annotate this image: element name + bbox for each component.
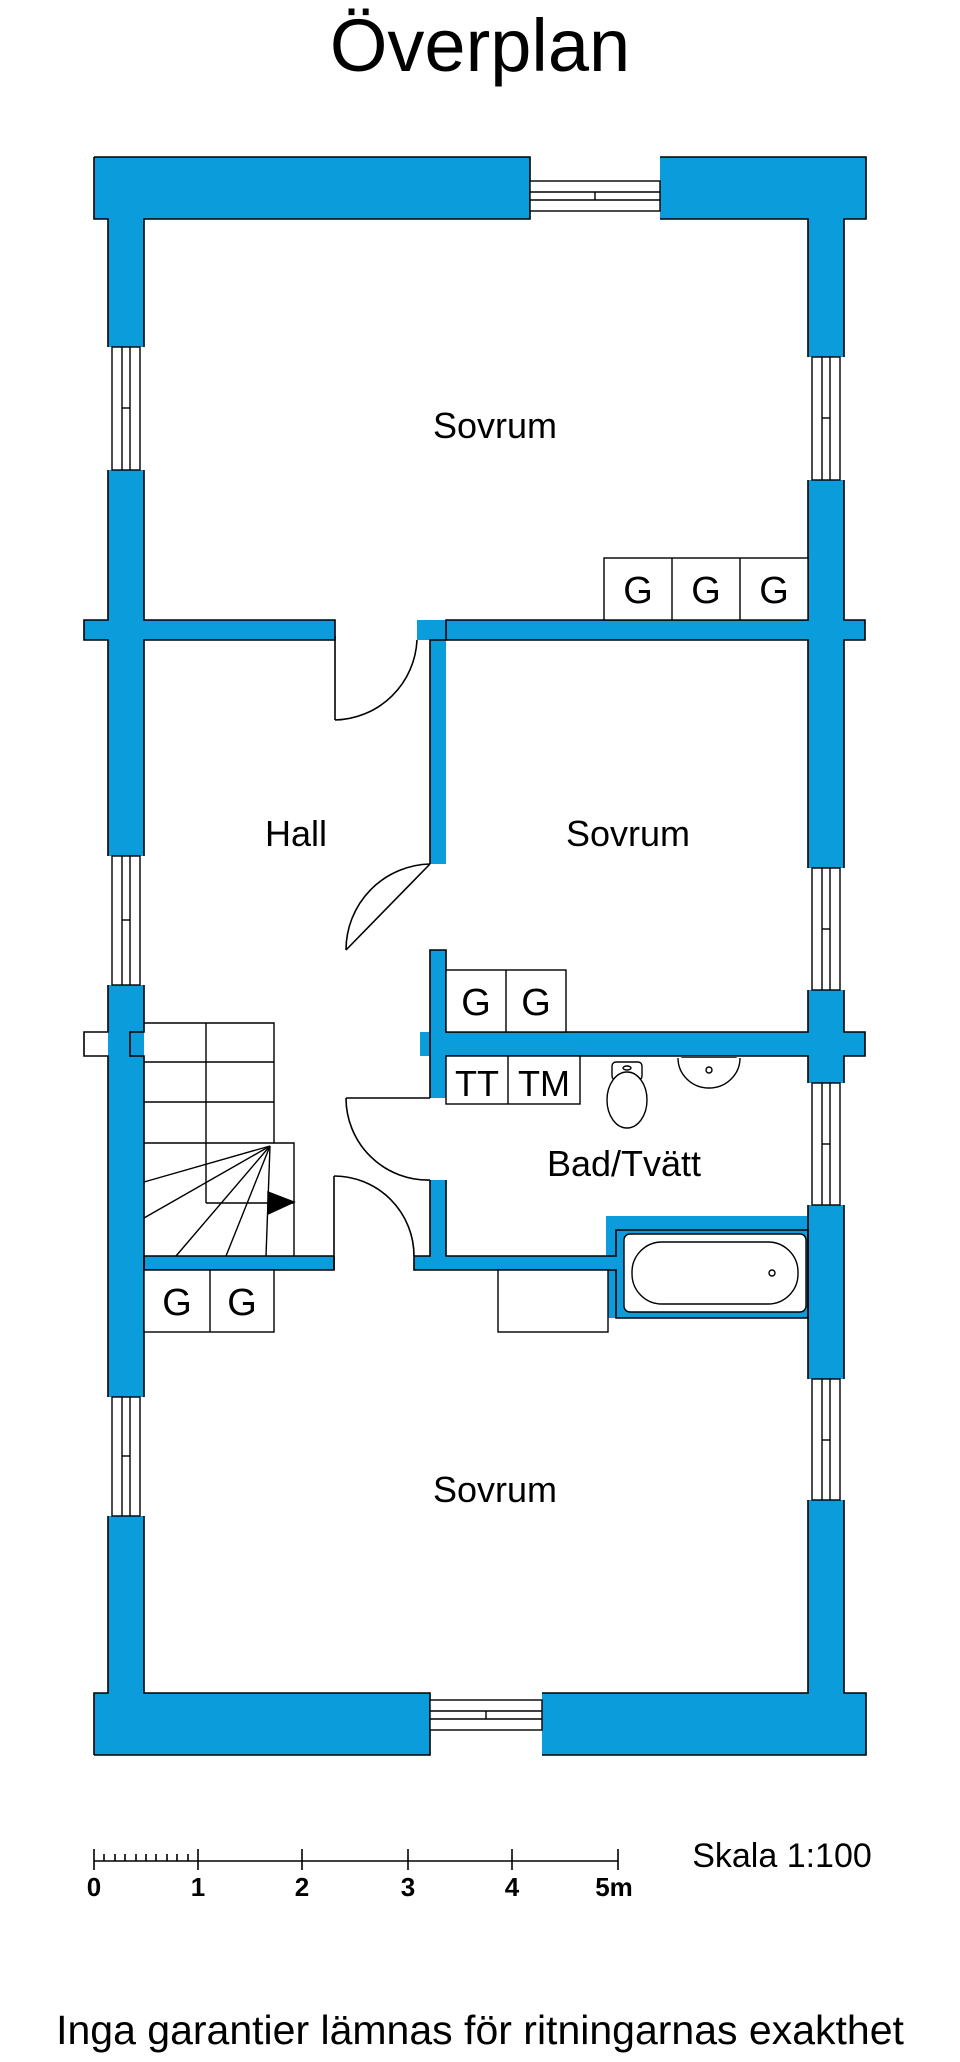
outline-left-2-outer: [83, 470, 109, 856]
toilet-icon: [606, 1061, 648, 1129]
wall-left-1: [108, 157, 144, 347]
scale-tick-label: 4: [505, 1872, 520, 1902]
outline-left-3-outer: [83, 985, 109, 1397]
outline-bottom-wall: [94, 1516, 431, 1756]
room-label-sovrum-middle: Sovrum: [566, 813, 690, 854]
room-label-bad-tvatt: Bad/Tvätt: [547, 1143, 701, 1184]
wall-right-2: [808, 480, 844, 868]
wall-left-4: [108, 1516, 144, 1755]
closet-label: G: [521, 982, 551, 1024]
laundry-label-tm: TM: [518, 1063, 570, 1104]
outline-bottom-left-outer: [93, 1516, 109, 1755]
room-label-hall: Hall: [265, 813, 327, 854]
window-bottom: [429, 1699, 543, 1731]
floor-plan: Sovrum Hall Sovrum Bad/Tvätt Sovrum G G …: [83, 156, 872, 1902]
plan-title: Överplan: [329, 4, 631, 87]
wall-right-1: [808, 157, 844, 357]
disclaimer-text: Inga garantier lämnas för ritningarnas e…: [56, 2007, 904, 2053]
scale-tick-label: 5m: [595, 1872, 633, 1902]
window-right-4: [811, 1378, 841, 1501]
door-hall-top: [334, 636, 418, 721]
outline-right-2-b: [446, 639, 809, 868]
outline-left-3: [129, 985, 145, 1397]
window-top: [529, 180, 661, 212]
wall-middle-1: [430, 632, 446, 864]
wall-row3-left: [130, 1256, 334, 1270]
window-left-3: [111, 1396, 141, 1517]
walls: [84, 157, 866, 1755]
door-bad: [345, 1097, 431, 1181]
scale-label: Skala 1:100: [692, 1837, 872, 1875]
window-right-1: [811, 356, 841, 481]
scale-tick-labels: 0 1 2 3 4 5m: [87, 1872, 633, 1902]
room-label-sovrum-bottom: Sovrum: [433, 1469, 557, 1510]
staircase: [143, 1022, 296, 1257]
closets: [143, 557, 809, 1333]
wall-row3-right: [414, 1256, 616, 1270]
closet-label: G: [162, 1282, 192, 1324]
door-sovrum-middle: [345, 863, 431, 951]
outline-laundry-bottom: [413, 1180, 809, 1319]
wall-right-5: [808, 1500, 844, 1755]
room-label-sovrum-top: Sovrum: [433, 405, 557, 446]
outline-right-2: [429, 480, 809, 864]
wall-left-3: [108, 985, 144, 1397]
wall-middle-3: [430, 1180, 446, 1268]
scale-bar: [93, 1849, 619, 1870]
scale-tick-label: 3: [401, 1872, 415, 1902]
window-left-2: [111, 855, 141, 986]
outline-right-3-outer: [843, 990, 866, 1083]
bathtub-icon: [623, 1233, 807, 1313]
closet-label: G: [227, 1282, 257, 1324]
outline-top-wall-right: [660, 156, 867, 357]
window-left-1: [111, 346, 141, 471]
door-sovrum-bottom: [333, 1175, 415, 1270]
window-right-3: [811, 1082, 841, 1206]
laundry-counter: [497, 1269, 609, 1333]
wall-row1-left: [84, 620, 335, 640]
outline-right-2-outer: [843, 480, 866, 868]
room-labels: Sovrum Hall Sovrum Bad/Tvätt Sovrum: [265, 405, 701, 1510]
closet-label: G: [461, 982, 491, 1024]
wall-bottom-left-segment: [94, 1693, 430, 1755]
outline-bottom-right-outer: [542, 1500, 867, 1756]
scale-tick-label: 2: [295, 1872, 309, 1902]
closet-label: G: [691, 570, 721, 612]
outline-left-2: [143, 470, 336, 856]
wall-row2: [420, 1032, 865, 1056]
closet-labels: G G G G G TT TM G G: [162, 570, 789, 1324]
wall-left-2: [108, 470, 144, 856]
windows: [111, 180, 841, 1731]
fixtures: [606, 1057, 807, 1313]
wall-row1-right: [417, 620, 865, 640]
closet-label: G: [623, 570, 653, 612]
outline-top-right-inner: [660, 218, 809, 357]
scale-tick-label: 1: [191, 1872, 205, 1902]
outline-left-outer: [93, 157, 109, 347]
closet-label: G: [759, 570, 789, 612]
laundry-label-tt: TT: [455, 1063, 499, 1104]
doors: [333, 636, 431, 1270]
window-right-2: [811, 867, 841, 991]
wall-top-left-segment: [94, 157, 530, 219]
stair-direction-arrow-icon: [267, 1190, 296, 1216]
sink-icon: [677, 1057, 741, 1089]
scale-tick-label: 0: [87, 1872, 101, 1902]
wall-outlines: [83, 156, 867, 1756]
outline-top-wall: [94, 156, 531, 347]
wall-middle-2: [430, 950, 446, 1098]
outline-bottom-wall-right: [542, 1500, 809, 1694]
